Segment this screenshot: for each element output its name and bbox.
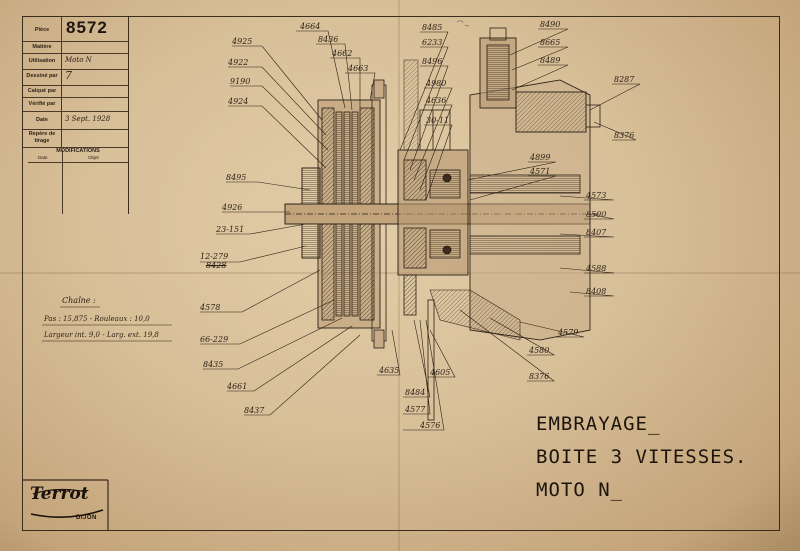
- logo-brand: Terrot: [30, 484, 89, 504]
- part-label-8665: 8665: [540, 38, 561, 47]
- part-label-8500: 8500: [586, 210, 607, 219]
- part-label-8489: 8489: [540, 56, 561, 65]
- part-label-8437: 8437: [244, 406, 265, 415]
- part-label-8484: 8484: [405, 388, 426, 397]
- part-label-66-229: 66-229: [200, 335, 229, 344]
- part-label-4980: 4980: [426, 79, 447, 88]
- part-label-8376-top: 8376: [614, 131, 635, 140]
- part-label-8376-bottom: 8376: [529, 372, 550, 381]
- part-label-4922: 4922: [228, 58, 249, 67]
- chain-note-line2: Largeur int. 9,0 - Larg. ext. 19,8: [44, 331, 159, 339]
- drawn-by-label: Dessiné par: [26, 73, 58, 79]
- vertical-fold: [398, 0, 400, 551]
- part-label: Pièce: [34, 27, 50, 33]
- logo-city: DIJON: [76, 515, 97, 521]
- part-label-8485: 8485: [422, 23, 443, 32]
- drawing-title-line1: EMBRAYAGE_: [536, 413, 661, 435]
- part-label-4924: 4924: [228, 97, 249, 106]
- part-label-8436: 8436: [318, 35, 339, 44]
- material-label: Matière: [32, 44, 52, 50]
- part-label-4925: 4925: [232, 37, 253, 46]
- part-label-4635: 4635: [379, 366, 400, 375]
- date-value: 3 Sept. 1928: [65, 115, 111, 123]
- traced-by-label: Calqué par: [27, 88, 57, 94]
- part-label-8435: 8435: [203, 360, 224, 369]
- mod-object-label: Objet: [88, 155, 99, 160]
- part-label-8407: 8407: [586, 228, 607, 237]
- mod-divider: [28, 162, 128, 163]
- date-label: Date: [36, 117, 48, 123]
- part-label-4926: 4926: [222, 203, 243, 212]
- mod-column-line: [62, 150, 63, 214]
- part-label-4576: 4576: [420, 421, 441, 430]
- part-label-9190: 9190: [230, 77, 251, 86]
- part-label-4577: 4577: [405, 405, 426, 414]
- drawing-title-line3: MOTO N_: [536, 479, 624, 501]
- mod-date-label: Date: [38, 155, 48, 160]
- part-label-4661: 4661: [227, 382, 248, 391]
- part-label-4899: 4899: [530, 153, 551, 162]
- part-label-4605: 4605: [430, 368, 451, 377]
- print-mark-label: Repère de tirage: [28, 131, 56, 144]
- part-label-6233: 6233: [422, 38, 443, 47]
- part-label-4571: 4571: [530, 167, 551, 176]
- part-label-4578: 4578: [200, 303, 221, 312]
- checked-by-label: Vérifié par: [28, 101, 56, 107]
- part-label-8495: 8495: [226, 173, 247, 182]
- part-label-4663: 4663: [348, 64, 369, 73]
- modifications-heading: MODIFICATIONS: [56, 148, 100, 154]
- drawing-frame: [22, 16, 780, 531]
- part-label-8287: 8287: [614, 75, 635, 84]
- chain-note-heading: Chaîne :: [62, 296, 96, 305]
- part-label-23-151: 23-151: [216, 225, 245, 234]
- part-label-8428: 8428: [206, 261, 227, 270]
- part-label-4580: 4580: [529, 346, 550, 355]
- drawn-by-value: 7: [65, 69, 72, 82]
- usage-label: Utilisation: [28, 58, 56, 64]
- part-label-8496: 8496: [422, 57, 443, 66]
- part-label-30-11: 30-11: [426, 116, 450, 125]
- part-label-4573: 4573: [586, 191, 607, 200]
- part-label-8408: 8408: [586, 287, 607, 296]
- part-label-8490: 8490: [540, 20, 561, 29]
- part-label-4662: 4662: [332, 49, 353, 58]
- drawing-title-line2: BOITE 3 VITESSES.: [536, 446, 748, 468]
- part-label-12-279: 12-279: [200, 252, 229, 261]
- part-label-4579: 4579: [558, 328, 579, 337]
- usage-value: Moto N: [65, 56, 92, 64]
- part-label-4664: 4664: [300, 22, 321, 31]
- title-block: Pièce Matière Utilisation Moto N Dessiné…: [23, 17, 129, 214]
- part-label-4636: 4636: [426, 96, 447, 105]
- part-number: 8572: [66, 18, 108, 37]
- terrot-logo: [30, 488, 104, 518]
- chain-note-line1: Pas : 15,875 - Rouleaux : 10,0: [44, 315, 150, 323]
- part-label-4588: 4588: [586, 264, 607, 273]
